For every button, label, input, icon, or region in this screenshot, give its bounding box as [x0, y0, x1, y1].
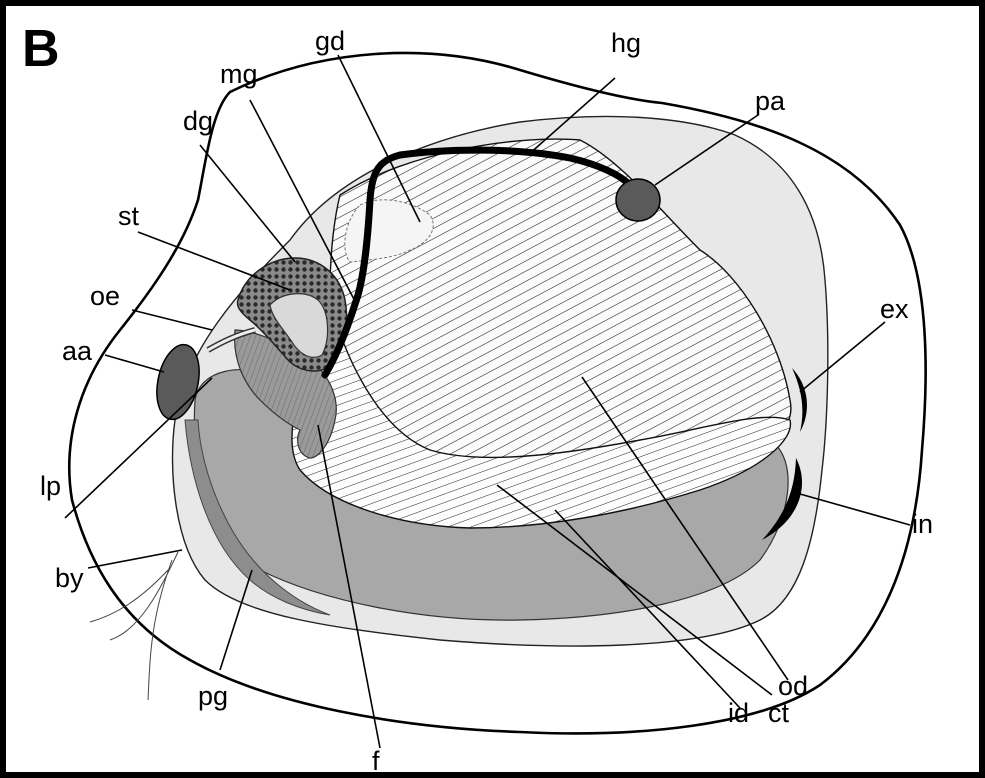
- label-od: od: [778, 671, 808, 701]
- label-oe: oe: [90, 281, 120, 311]
- label-pg: pg: [198, 681, 228, 711]
- label-pa: pa: [755, 86, 786, 116]
- label-mg: mg: [220, 59, 258, 89]
- label-hg: hg: [611, 28, 641, 58]
- label-lp: lp: [40, 471, 61, 501]
- label-st: st: [118, 201, 140, 231]
- label-by: by: [55, 563, 84, 593]
- label-in: in: [912, 509, 933, 539]
- label-gd: gd: [315, 26, 345, 56]
- label-f: f: [372, 746, 380, 776]
- panel-letter: B: [22, 20, 60, 78]
- label-dg: dg: [183, 106, 213, 136]
- posterior-adductor: [616, 179, 660, 221]
- label-id: id: [728, 698, 749, 728]
- label-ct: ct: [768, 698, 790, 728]
- label-ex: ex: [880, 294, 909, 324]
- label-aa: aa: [62, 336, 93, 366]
